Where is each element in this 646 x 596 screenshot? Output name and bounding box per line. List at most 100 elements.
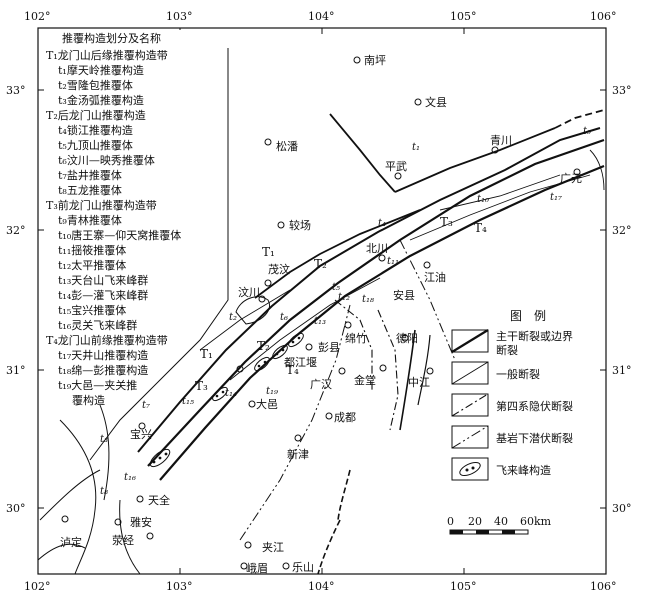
marker-jiangyou [423, 261, 431, 269]
fault-west-2 [99, 404, 110, 501]
legend-label-main-2: 断裂 [496, 343, 518, 357]
fault-general-4 [439, 174, 561, 211]
label-luding: 泸定 [60, 535, 82, 549]
legend-line-bedrock [451, 425, 489, 449]
fault-west-1 [39, 469, 101, 521]
label-t15: t₁₅ [182, 396, 194, 407]
top-tick-103: 103° [166, 10, 193, 23]
fault-general-1 [199, 289, 291, 351]
marker-pengxian [305, 343, 313, 351]
main-fault-qingchuan [394, 127, 556, 193]
marker-mianzhu [344, 321, 352, 329]
list-item-3: t₃金汤弧推覆构造 [58, 93, 144, 107]
klippe-markers [149, 332, 304, 468]
list-item-15: t₁₃天台山飞来峰群 [58, 273, 148, 287]
label-mianzhu: 绵竹 [345, 331, 367, 345]
label-T3-north: T₃ [440, 215, 453, 229]
list-item-2: t₂雪隆包推覆体 [58, 78, 133, 92]
fault-left-boundary [89, 34, 229, 461]
klippe-4 [212, 386, 228, 402]
marker-deyang [401, 334, 409, 342]
marker-yingjing [114, 518, 122, 526]
marker-qingchuan [491, 146, 499, 154]
list-item-10: T₃前龙门山推覆构造带 [46, 198, 157, 212]
label-t6: t₆ [280, 312, 288, 323]
main-fault-qingchuan-ext [554, 109, 605, 129]
label-qingchuan: 青川 [490, 134, 512, 147]
scale-bar: 0 20 40 60km [447, 515, 552, 535]
label-T2-north: T₂ [314, 257, 327, 271]
marker-baoxing [138, 422, 146, 430]
fault-yingjing [119, 499, 141, 575]
left-tick-31: 31° [6, 364, 26, 377]
label-T2-south: T₂ [257, 339, 270, 353]
list-item-1: t₁摩天岭推覆构造 [58, 63, 144, 77]
list-item-11: t₉青林推覆体 [58, 213, 122, 227]
marker-yaan [146, 532, 154, 540]
left-tick-32: 32° [6, 224, 26, 237]
legend-swatch-klippe [451, 457, 489, 481]
legend-label-quaternary: 第四系隐伏断裂 [496, 399, 573, 413]
legend-line-main [451, 329, 489, 353]
top-tick-102: 102° [24, 10, 51, 23]
right-tick-33: 33° [612, 84, 632, 97]
legend-title: 图 例 [510, 309, 546, 323]
bottom-tick-105: 105° [450, 580, 477, 593]
label-guangyuan: 广元 [560, 172, 582, 185]
label-xinjin: 新津 [287, 447, 309, 461]
marker-luding [61, 515, 69, 523]
legend-line-quaternary [451, 393, 489, 417]
scale-tick-0: 0 [447, 515, 454, 528]
label-t17: t₁₇ [550, 192, 562, 203]
legend-line-general [451, 361, 489, 385]
scale-seg-3 [502, 530, 515, 534]
label-guanghan: 广汉 [310, 378, 332, 391]
scale-seg-1 [450, 530, 463, 534]
marker-zhongjiang [426, 367, 434, 375]
list-item-23: 覆构造 [72, 393, 105, 407]
label-pingwu: 平武 [385, 160, 407, 173]
right-tick-31: 31° [612, 364, 632, 377]
label-T1-south: T₁ [200, 347, 213, 361]
klippe-3 [254, 356, 270, 372]
label-t4: t₄ [378, 218, 386, 229]
fault-quaternary-2 [377, 309, 399, 431]
label-t2: t₂ [229, 312, 237, 323]
marker-jiaochang [277, 221, 285, 229]
marker-chengdu [325, 412, 333, 420]
label-t12: t₁₂ [338, 292, 350, 303]
list-item-18: t₁₆灵关飞来峰群 [58, 318, 137, 332]
marker-songpan [264, 138, 272, 146]
right-tick-30: 30° [612, 502, 632, 515]
main-fault-pingwu [329, 113, 396, 193]
bottom-tick-104: 104° [308, 580, 335, 593]
legend-label-bedrock: 基岩下潜伏断裂 [496, 431, 573, 445]
label-emei: 峨眉 [246, 562, 268, 575]
legend-label-klippe: 飞来峰构造 [496, 463, 551, 477]
label-tianquan: 天全 [148, 493, 170, 507]
fault-longquan-1 [317, 519, 341, 575]
label-yingjing: 荥经 [112, 533, 134, 547]
bottom-tick-103: 103° [166, 580, 193, 593]
fault-general-5 [589, 149, 605, 191]
list-item-14: t₁₂太平推覆体 [58, 258, 126, 272]
fault-bedrock-jiangyou [399, 239, 456, 361]
label-t5: t₅ [332, 282, 340, 293]
label-wenxian: 文县 [425, 95, 447, 109]
label-chengdu: 成都 [334, 411, 356, 424]
list-title: 推覆构造划分及名称 [62, 31, 161, 45]
main-fault-maowen [254, 209, 421, 299]
klippe-1 [288, 332, 304, 348]
top-tick-106: 106° [590, 10, 617, 23]
marker-leshan [282, 562, 290, 570]
marker-emei [240, 562, 248, 570]
label-t8: t₈ [100, 486, 108, 497]
label-maowen: 茂汶 [268, 262, 290, 276]
list-item-6: t₅九顶山推覆体 [58, 138, 133, 152]
fault-bedrock-xinjin [239, 304, 351, 541]
label-jiajiang: 夹江 [262, 541, 284, 554]
marker-dujiangyan [236, 365, 244, 373]
list-item-12: t₁₀唐王寨—仰天窝推覆体 [58, 228, 181, 242]
place-labels: 南坪 文县 松潘 平武 青川 广元 较场 茂汶 北川 江油 安县 汶川 绵竹 德… [60, 54, 582, 575]
label-t18: t₁₈ [362, 294, 374, 305]
